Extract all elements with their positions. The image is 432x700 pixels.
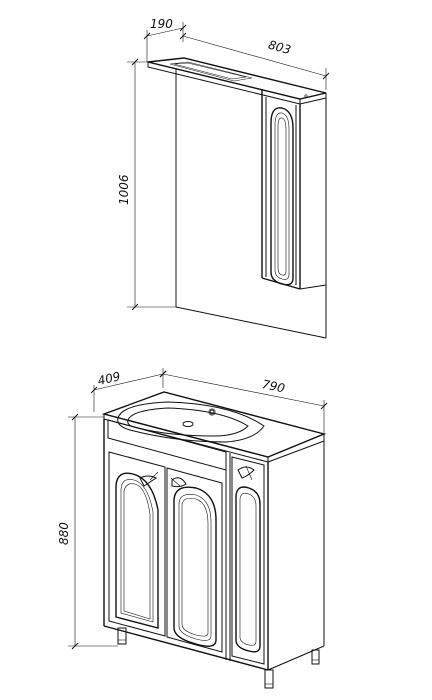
mirror-depth-dimension: 190: [143, 17, 187, 62]
vanity-side-door: [231, 456, 265, 665]
mirror-width-dimension: 803: [179, 32, 330, 90]
mirror-top-shelf: [147, 57, 327, 105]
vanity-middle-door: [166, 467, 223, 653]
leg-left: [117, 627, 127, 645]
vanity-legs: [117, 627, 320, 689]
mirror-height-label: 1006: [117, 174, 131, 205]
mirror-depth-label: 190: [150, 17, 173, 31]
vanity-width-label: 790: [261, 377, 287, 396]
vanity-depth-label: 409: [96, 369, 121, 388]
faucet-hole: [208, 408, 216, 416]
vanity-body: [103, 419, 325, 671]
vanity-width-dimension: 790: [159, 370, 328, 435]
mirror-width-label: 803: [267, 38, 293, 57]
mirror-cabinet: 190 803 1006: [117, 17, 330, 339]
mirror-panel: [175, 68, 327, 339]
vanity-unit: 409 790 880: [57, 368, 328, 689]
mirror-height-dimension: 1006: [117, 58, 176, 311]
vanity-left-door: [108, 451, 166, 637]
sink-basin: [117, 401, 265, 443]
leg-right: [311, 649, 320, 665]
vanity-height-dimension: 880: [57, 413, 118, 650]
leg-front: [264, 669, 274, 689]
vanity-height-label: 880: [57, 522, 71, 545]
mirror-side-cabinet: [261, 89, 327, 290]
vanity-countertop: [101, 391, 327, 463]
